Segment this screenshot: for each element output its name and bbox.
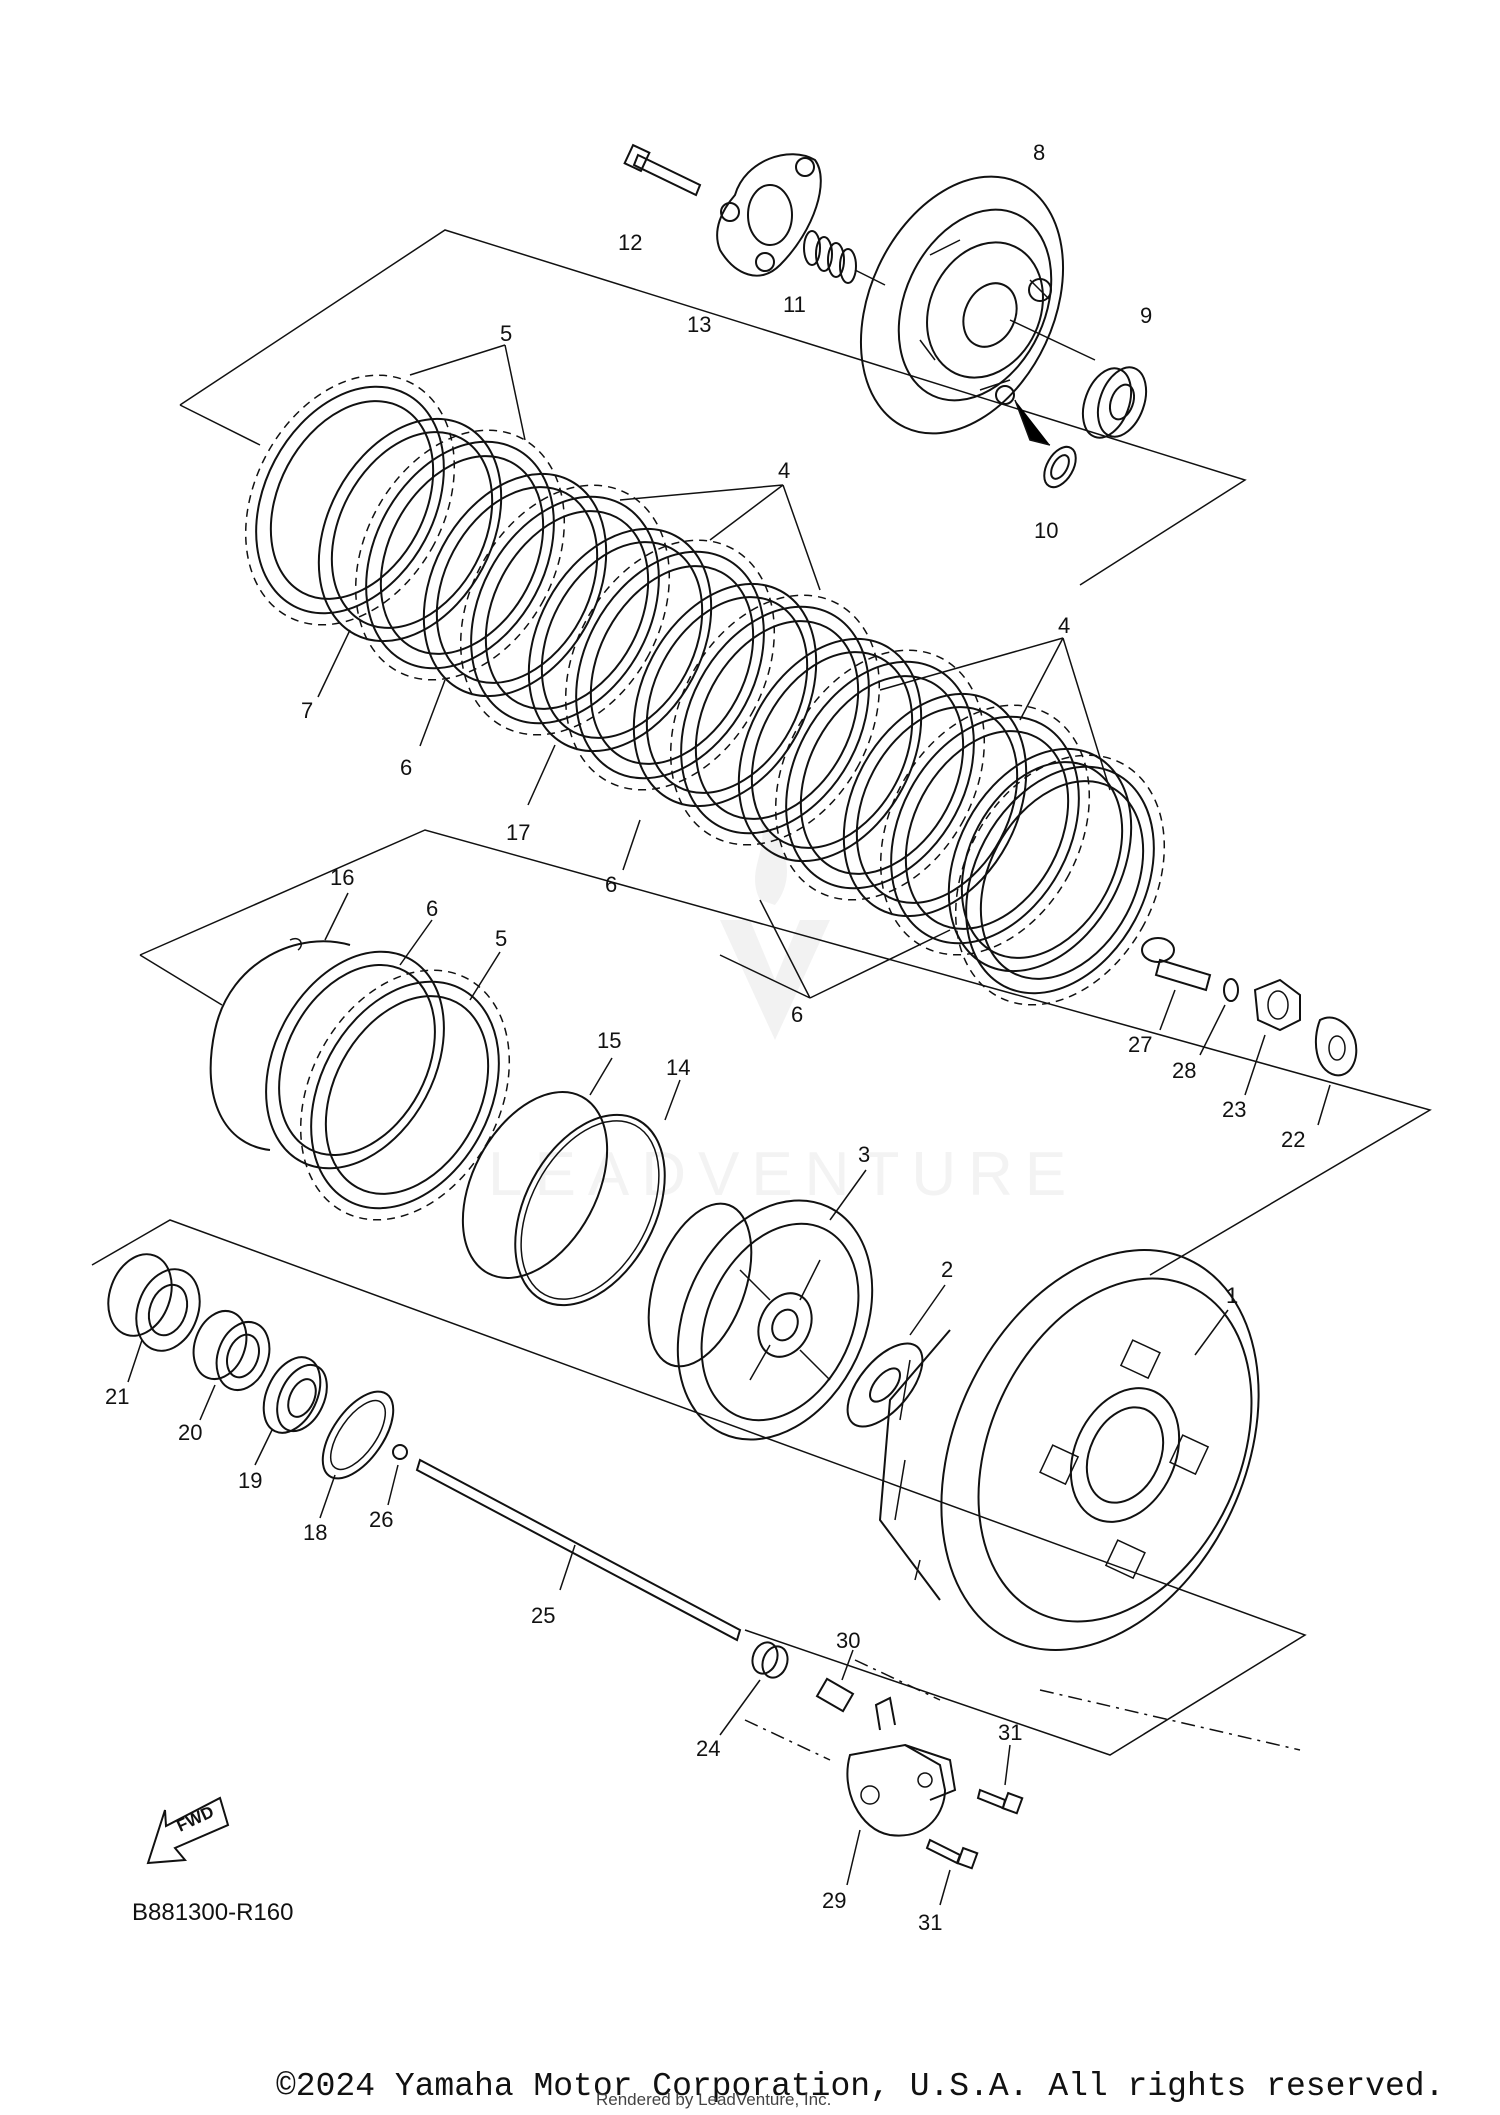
callout-16: 16 xyxy=(330,865,354,890)
callout-labels: 1 2 3 4 4 5 5 6 6 6 6 7 8 9 10 11 12 13 … xyxy=(105,140,1305,1935)
fwd-arrow-icon: FWD xyxy=(146,1796,230,1865)
friction-plate xyxy=(564,539,776,791)
part-16-wire-ring xyxy=(209,938,351,1151)
upper-plate-stack xyxy=(244,374,1166,1006)
part-2-washer xyxy=(846,1284,946,1428)
callout-23: 23 xyxy=(1222,1097,1246,1122)
part-3-clutch-boss xyxy=(647,1169,874,1441)
part-23-nut xyxy=(1244,978,1301,1096)
callout-14: 14 xyxy=(666,1055,690,1080)
part-22-lock-washer xyxy=(1314,1016,1358,1126)
part-12-bolt xyxy=(623,143,702,197)
callout-27: 27 xyxy=(1128,1032,1152,1057)
friction-plate xyxy=(879,704,1091,956)
steel-plate xyxy=(737,637,923,863)
leadventure-watermark: LEADVENTURE xyxy=(488,820,1078,1209)
callout-20: 20 xyxy=(178,1420,202,1445)
friction-plate xyxy=(244,374,456,626)
callout-11: 11 xyxy=(783,292,806,317)
part-25-push-rod xyxy=(415,1458,742,1642)
part-31-bolt-lower xyxy=(925,1838,979,1906)
callout-10: 10 xyxy=(1034,518,1058,543)
callout-6a: 6 xyxy=(400,755,412,780)
part-28-oring xyxy=(1199,978,1239,1056)
part-8-pressure-plate xyxy=(859,175,1096,446)
callout-29: 29 xyxy=(822,1888,846,1913)
upper-leaders xyxy=(317,344,1111,999)
callout-12: 12 xyxy=(618,230,642,255)
callout-31a: 31 xyxy=(998,1720,1022,1745)
callout-18: 18 xyxy=(303,1520,327,1545)
callout-7: 7 xyxy=(301,698,313,723)
friction-plate xyxy=(669,594,881,846)
friction-plate xyxy=(954,754,1166,1006)
callout-21: 21 xyxy=(105,1384,129,1409)
callout-25: 25 xyxy=(531,1603,555,1628)
steel-plate xyxy=(632,582,818,808)
callout-3: 3 xyxy=(858,1142,870,1167)
fwd-label: FWD xyxy=(174,1802,217,1836)
callout-28: 28 xyxy=(1172,1058,1196,1083)
callout-4a: 4 xyxy=(778,458,790,483)
part-30-pin xyxy=(815,1649,855,1713)
steel-plate xyxy=(422,472,608,698)
callout-5a: 5 xyxy=(500,321,512,346)
part-6-steel-plate-lower xyxy=(265,950,445,1170)
friction-plate xyxy=(459,484,671,736)
part-21-bushing xyxy=(107,1253,201,1383)
part-19-bearing xyxy=(254,1356,328,1466)
part-10-washer xyxy=(1043,445,1077,489)
callout-6d: 6 xyxy=(791,1002,803,1027)
lower-left-leaders xyxy=(324,892,501,1001)
callout-30: 30 xyxy=(836,1628,860,1653)
part-9-bearing xyxy=(1081,366,1148,439)
part-18-washer xyxy=(319,1390,395,1519)
callout-6b: 6 xyxy=(605,872,617,897)
steel-plate xyxy=(842,692,1028,918)
callout-4b: 4 xyxy=(1058,613,1070,638)
part-24-collar xyxy=(719,1641,789,1736)
diagram-code: B881300-R160 xyxy=(132,1899,293,1926)
rendered-by-note: Rendered by LeadVenture, Inc. xyxy=(596,2090,832,2109)
assembly-centerline xyxy=(854,1659,1301,1751)
part-11-spring xyxy=(803,230,886,286)
callout-9: 9 xyxy=(1140,303,1152,328)
callout-8: 8 xyxy=(1033,140,1045,165)
steel-plate xyxy=(317,417,503,643)
callout-2: 2 xyxy=(941,1257,953,1282)
callout-13: 13 xyxy=(687,312,711,337)
callout-5b: 5 xyxy=(495,926,507,951)
group-outlines xyxy=(91,229,1432,1756)
part-1-clutch-housing xyxy=(878,1249,1260,1651)
part-31-bolt-upper xyxy=(976,1744,1024,1815)
watermark-text: LEADVENTURE xyxy=(488,1140,1078,1209)
callout-22: 22 xyxy=(1281,1127,1305,1152)
callout-19: 19 xyxy=(238,1468,262,1493)
callout-15: 15 xyxy=(597,1028,621,1053)
part-26-ball xyxy=(387,1444,408,1506)
friction-plate xyxy=(774,649,986,901)
part-13-plate xyxy=(716,153,822,277)
callout-24: 24 xyxy=(696,1736,720,1761)
copyright-notice: ©2024 Yamaha Motor Corporation, U.S.A. A… xyxy=(276,2068,1445,2105)
callout-1: 1 xyxy=(1226,1283,1238,1308)
part-14-ring xyxy=(514,1079,681,1307)
part-20-sleeve xyxy=(192,1310,271,1421)
steel-plate xyxy=(947,747,1133,973)
callout-6c: 6 xyxy=(426,896,438,921)
friction-plate xyxy=(354,429,566,681)
part-27-bolt xyxy=(1141,937,1212,1031)
callout-17: 17 xyxy=(506,820,530,845)
steel-plate xyxy=(527,527,713,753)
part-15-ring xyxy=(461,1057,613,1279)
callout-26: 26 xyxy=(369,1507,393,1532)
part-29-release-cylinder xyxy=(744,1696,957,1886)
callout-31b: 31 xyxy=(918,1910,942,1935)
